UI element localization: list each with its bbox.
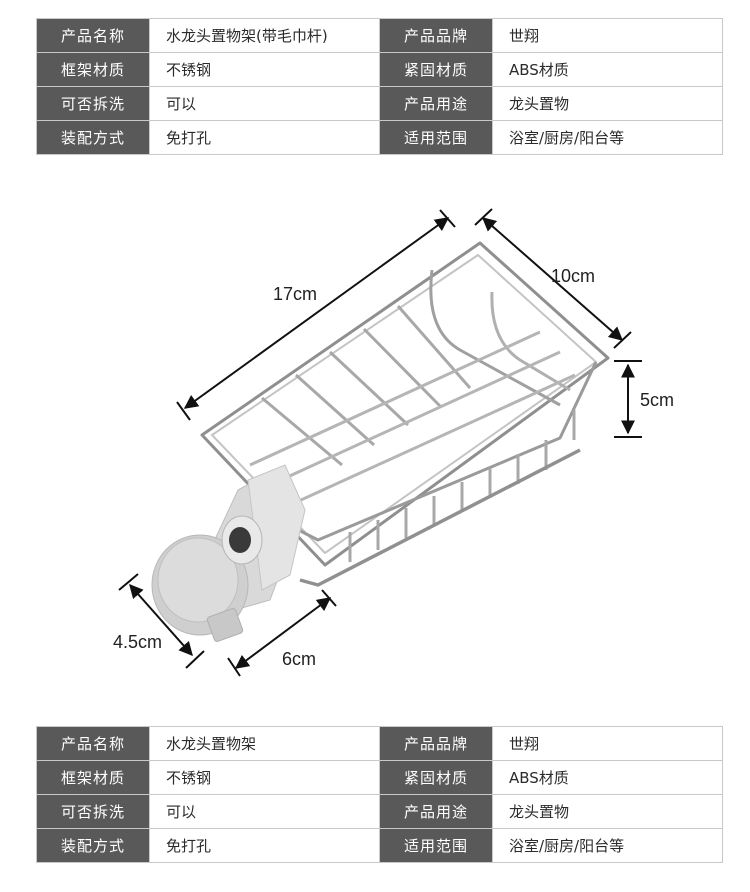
spec-value: ABS材质 bbox=[492, 52, 723, 87]
spec-key: 产品名称 bbox=[36, 726, 150, 761]
clamp-length-label: 6cm bbox=[282, 649, 317, 669]
spec-value: 浴室/厨房/阳台等 bbox=[492, 828, 723, 863]
spec-key: 可否拆洗 bbox=[36, 794, 150, 829]
spec-value: 可以 bbox=[149, 794, 380, 829]
spec-value: 龙头置物 bbox=[492, 86, 723, 121]
table-row: 装配方式 免打孔 适用范围 浴室/厨房/阳台等 bbox=[36, 120, 723, 155]
table-row: 可否拆洗 可以 产品用途 龙头置物 bbox=[36, 794, 723, 829]
product-figure: 17cm 10cm 5cm 4.5cm 6cm bbox=[0, 180, 750, 700]
spec-key: 产品用途 bbox=[379, 86, 493, 121]
width-label: 10cm bbox=[551, 266, 596, 286]
faucet-rack-illustration bbox=[118, 208, 642, 677]
spec-key: 紧固材质 bbox=[379, 52, 493, 87]
spec-value: 世翔 bbox=[492, 726, 723, 761]
faucet-clamp bbox=[151, 464, 306, 643]
spec-value: 免打孔 bbox=[149, 828, 380, 863]
spec-value: 免打孔 bbox=[149, 120, 380, 155]
spec-key: 适用范围 bbox=[379, 120, 493, 155]
spec-key: 产品品牌 bbox=[379, 726, 493, 761]
spec-key: 装配方式 bbox=[36, 120, 150, 155]
spec-key: 可否拆洗 bbox=[36, 86, 150, 121]
spec-key: 产品名称 bbox=[36, 18, 150, 53]
spec-value: 浴室/厨房/阳台等 bbox=[492, 120, 723, 155]
spec-value: 不锈钢 bbox=[149, 52, 380, 87]
spec-table-top: 产品名称 水龙头置物架(带毛巾杆) 产品品牌 世翔 框架材质 不锈钢 紧固材质 … bbox=[36, 18, 723, 155]
table-row: 框架材质 不锈钢 紧固材质 ABS材质 bbox=[36, 760, 723, 795]
spec-value: 水龙头置物架 bbox=[149, 726, 380, 761]
table-row: 可否拆洗 可以 产品用途 龙头置物 bbox=[36, 86, 723, 121]
spec-key: 装配方式 bbox=[36, 828, 150, 863]
spec-key: 产品用途 bbox=[379, 794, 493, 829]
spec-value: 世翔 bbox=[492, 18, 723, 53]
spec-value: 龙头置物 bbox=[492, 794, 723, 829]
spec-value: 可以 bbox=[149, 86, 380, 121]
spec-table-bottom: 产品名称 水龙头置物架 产品品牌 世翔 框架材质 不锈钢 紧固材质 ABS材质 … bbox=[36, 726, 723, 863]
spec-key: 紧固材质 bbox=[379, 760, 493, 795]
height-label: 5cm bbox=[640, 390, 675, 410]
table-row: 产品名称 水龙头置物架(带毛巾杆) 产品品牌 世翔 bbox=[36, 18, 723, 53]
table-row: 装配方式 免打孔 适用范围 浴室/厨房/阳台等 bbox=[36, 828, 723, 863]
clamp-diameter-label: 4.5cm bbox=[113, 632, 163, 652]
spec-key: 框架材质 bbox=[36, 52, 150, 87]
spec-value: 水龙头置物架(带毛巾杆) bbox=[149, 18, 380, 53]
table-row: 产品名称 水龙头置物架 产品品牌 世翔 bbox=[36, 726, 723, 761]
spec-key: 产品品牌 bbox=[379, 18, 493, 53]
length-label: 17cm bbox=[273, 284, 318, 304]
spec-key: 框架材质 bbox=[36, 760, 150, 795]
spec-value: ABS材质 bbox=[492, 760, 723, 795]
spec-key: 适用范围 bbox=[379, 828, 493, 863]
dimension-lines bbox=[118, 208, 642, 677]
spec-value: 不锈钢 bbox=[149, 760, 380, 795]
table-row: 框架材质 不锈钢 紧固材质 ABS材质 bbox=[36, 52, 723, 87]
